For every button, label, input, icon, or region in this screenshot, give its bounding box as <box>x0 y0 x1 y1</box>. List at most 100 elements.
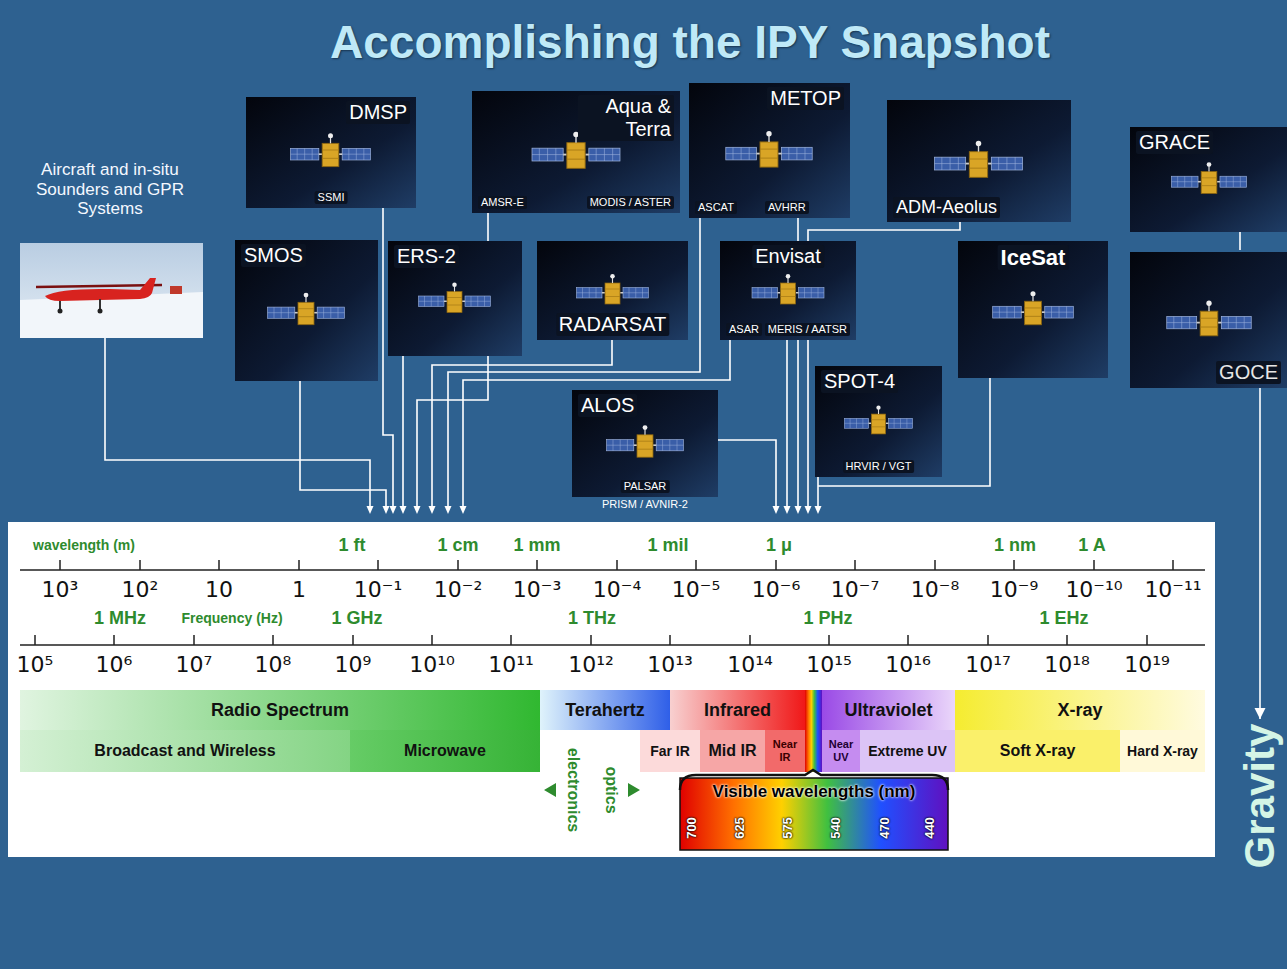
spectrum-panel <box>544 783 640 797</box>
leader-arrowheads <box>367 506 374 514</box>
satellite-photos <box>419 283 491 313</box>
scale-number: 10⁷ <box>176 653 213 677</box>
scale-number: 10¹⁴ <box>727 653 773 677</box>
axis-title: Frequency (Hz) <box>181 611 282 626</box>
aircraft-caption: Aircraft and in-situ Sounders and GPR Sy… <box>15 160 205 219</box>
unit-label: 1 MHz <box>94 609 146 629</box>
satellite-photos <box>537 241 688 340</box>
satellite-photos <box>887 100 1071 222</box>
unit-label: 1 nm <box>994 536 1036 556</box>
satellite-label: MERIS / AATSR <box>765 323 850 336</box>
satellite-image: GRACE <box>1130 127 1287 232</box>
satellite-label: Aqua & Terra <box>578 95 674 141</box>
scale-number: 10¹³ <box>647 653 693 677</box>
scale-number: 10⁻³ <box>513 578 561 602</box>
satellite-photos <box>1171 162 1246 193</box>
spectrum-band: Far IR <box>640 730 700 772</box>
leader-lines <box>402 356 404 506</box>
satellite-photos <box>472 91 680 213</box>
visible-wavelength-box: Visible wavelengths (nm)7006255755404704… <box>680 778 948 850</box>
scale-number: 10⁶ <box>96 653 133 677</box>
spectrum-band: Broadcast and Wireless <box>20 730 350 772</box>
scale-number: 10¹¹ <box>488 653 534 677</box>
aircraft-photo <box>98 309 103 314</box>
satellite-photos <box>607 425 684 457</box>
spectrum-band: Microwave <box>350 730 540 772</box>
scale-number: 10⁻⁹ <box>990 578 1038 602</box>
scale-number: 10⁻¹⁰ <box>1065 578 1122 602</box>
aircraft-photo <box>58 309 63 314</box>
leader-lines <box>463 340 730 506</box>
scale-number: 10⁻² <box>434 578 482 602</box>
scale-number: 10¹⁵ <box>806 653 852 677</box>
spectrum-band: Mid IR <box>700 730 765 772</box>
band-label: Hard X-ray <box>1127 743 1198 759</box>
scale-number: 10¹⁸ <box>1044 653 1090 677</box>
satellite-label: GRACE <box>1136 131 1213 154</box>
spectrum-note: optics <box>602 766 620 813</box>
satellite-photos <box>1130 127 1287 232</box>
leader-arrowheads <box>445 506 452 514</box>
satellite-label: DMSP <box>346 101 410 124</box>
unit-label: 1 ft <box>339 536 366 556</box>
satellite-photos <box>1130 252 1287 388</box>
band-label: Near UV <box>829 738 853 763</box>
scale-number: 10⁻⁶ <box>752 578 800 602</box>
scale-number: 10⁻⁸ <box>911 578 959 602</box>
satellite-image: SMOS <box>235 240 378 381</box>
spectrum-panel <box>8 522 1215 857</box>
gravity-text: Gravity <box>1239 723 1281 868</box>
satellite-photos <box>720 241 856 340</box>
band-label: Terahertz <box>565 700 645 721</box>
scale-number: 10 <box>205 578 233 602</box>
leader-arrowheads <box>815 506 822 514</box>
wavelength-value: 700 <box>685 817 700 839</box>
satellite-label: ERS-2 <box>394 245 459 268</box>
leader-arrowheads <box>400 506 407 514</box>
scale-number: 10² <box>122 578 159 602</box>
satellite-photos <box>752 274 824 304</box>
wavelength-value: 625 <box>733 817 748 839</box>
band-label: Soft X-ray <box>1000 742 1076 760</box>
band-label: Infrared <box>704 700 771 721</box>
leader-arrowheads <box>773 506 780 514</box>
unit-label: 1 cm <box>437 536 478 556</box>
scale-number: 10¹⁰ <box>409 653 455 677</box>
spectrum-band: Near IR <box>765 730 805 772</box>
spectrum-band: X-ray <box>955 690 1205 730</box>
scale-number: 10¹⁹ <box>1124 653 1170 677</box>
leader-arrowheads <box>390 506 397 514</box>
aircraft-photo <box>20 243 203 338</box>
band-label: Extreme UV <box>868 743 947 759</box>
satellite-image: EnvisatASARMERIS / AATSR <box>720 241 856 340</box>
unit-label: 1 mil <box>647 536 688 556</box>
scale-number: 1 <box>292 578 306 602</box>
connector-line <box>1259 388 1261 719</box>
aircraft-photo <box>170 286 182 294</box>
aircraft-photo <box>20 243 203 338</box>
satellite-photos <box>577 274 649 304</box>
leader-arrowheads <box>367 506 822 514</box>
leader-lines <box>105 208 990 506</box>
satellite-label: GOCE <box>1216 361 1281 384</box>
scale-number: 10⁻¹¹ <box>1144 578 1201 602</box>
band-label: Broadcast and Wireless <box>94 742 275 760</box>
satellite-photos <box>572 390 718 497</box>
scale-number: 10⁻⁴ <box>593 578 641 602</box>
aircraft-panel: Aircraft and in-situ Sounders and GPR Sy… <box>15 160 205 340</box>
spectrum-note: electronics <box>564 748 582 832</box>
satellite-photos <box>689 83 850 218</box>
satellite-image: SPOT-4HRVIR / VGT <box>815 366 942 477</box>
band-label: Radio Spectrum <box>211 700 349 721</box>
satellite-label: MODIS / ASTER <box>587 196 674 209</box>
wavelength-value: 470 <box>878 817 893 839</box>
scale-number: 10¹² <box>568 653 614 677</box>
band-label: X-ray <box>1057 700 1102 721</box>
leader-arrowheads <box>414 506 421 514</box>
spectrum-band: Hard X-ray <box>1120 730 1205 772</box>
scale-number: 10¹⁷ <box>965 653 1011 677</box>
leader-arrowheads <box>383 506 390 514</box>
scale-number: 10⁻¹ <box>354 578 402 602</box>
satellite-image: METOPASCATAVHRR <box>689 83 850 218</box>
satellite-photos <box>235 240 378 381</box>
